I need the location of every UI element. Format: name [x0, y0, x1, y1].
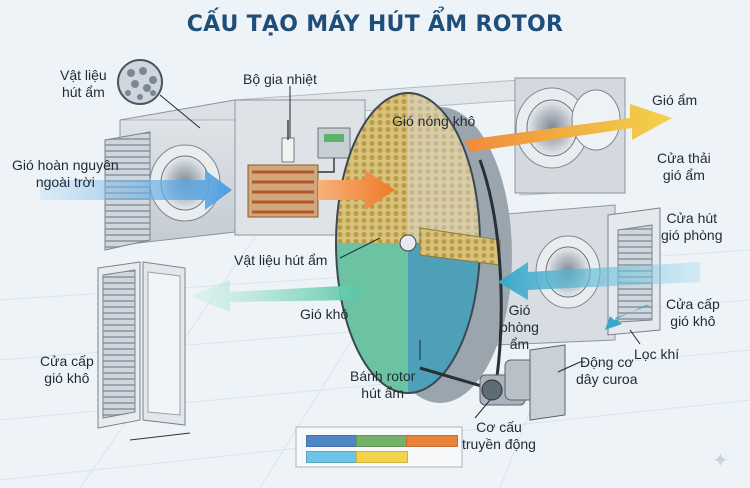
supply-grille-left	[97, 261, 191, 441]
label-absorbent-mid: Vật liệu hút ẩm	[234, 252, 328, 268]
legend-swatch-yellow	[356, 451, 408, 463]
air-arrows	[40, 104, 700, 330]
label-filter: Lọc khí	[634, 346, 680, 362]
legend-swatch-cyan	[306, 451, 358, 463]
label-supply-right: Cửa cấp gió khô	[666, 296, 720, 329]
heater-coil	[247, 120, 351, 218]
belt-drive	[419, 159, 566, 421]
arrow-humid-out	[465, 104, 672, 152]
label-rotor: Bánh rotor hút ẩm	[350, 368, 416, 401]
arrow-room-air	[498, 262, 700, 300]
label-dry-air: Gió khô	[300, 306, 349, 322]
arrow-supply-small	[605, 305, 650, 330]
arrow-regen-air	[40, 170, 232, 210]
leader-lines	[159, 86, 641, 419]
legend-swatch-blue	[306, 435, 358, 447]
label-motor: Động cơ dây curoa	[576, 354, 638, 387]
label-drive: Cơ cấu truyền động	[462, 419, 536, 452]
label-absorbent-top: Vật liệu hút ẩm	[60, 67, 107, 100]
label-hot-dry-air: Gió nóng khô	[392, 113, 476, 129]
label-exhaust: Cửa thải gió ẩm	[657, 150, 711, 183]
diagram-title: CẤU TẠO MÁY HÚT ẨM ROTOR	[186, 12, 564, 37]
arrow-dry-air	[190, 280, 360, 312]
arrow-heated-air	[318, 170, 395, 210]
label-supply-left: Cửa cấp gió khô	[40, 353, 94, 386]
legend-swatch-orange	[406, 435, 458, 447]
label-outdoor-regen-air: Gió hoàn nguyên ngoài trời	[12, 157, 119, 190]
absorbent-sample	[117, 59, 163, 105]
exhaust-fan	[515, 87, 621, 169]
label-room-intake: Cửa hút gió phòng	[661, 210, 723, 243]
label-heater: Bộ gia nhiệt	[243, 71, 317, 87]
label-humid-air: Gió ẩm	[652, 92, 698, 108]
legend-swatch-green	[356, 435, 408, 447]
rotor-wheel	[335, 92, 512, 403]
label-room-humid-air: Gió phòng ẩm	[500, 302, 539, 352]
sparkle-icon: ✦	[712, 450, 729, 472]
